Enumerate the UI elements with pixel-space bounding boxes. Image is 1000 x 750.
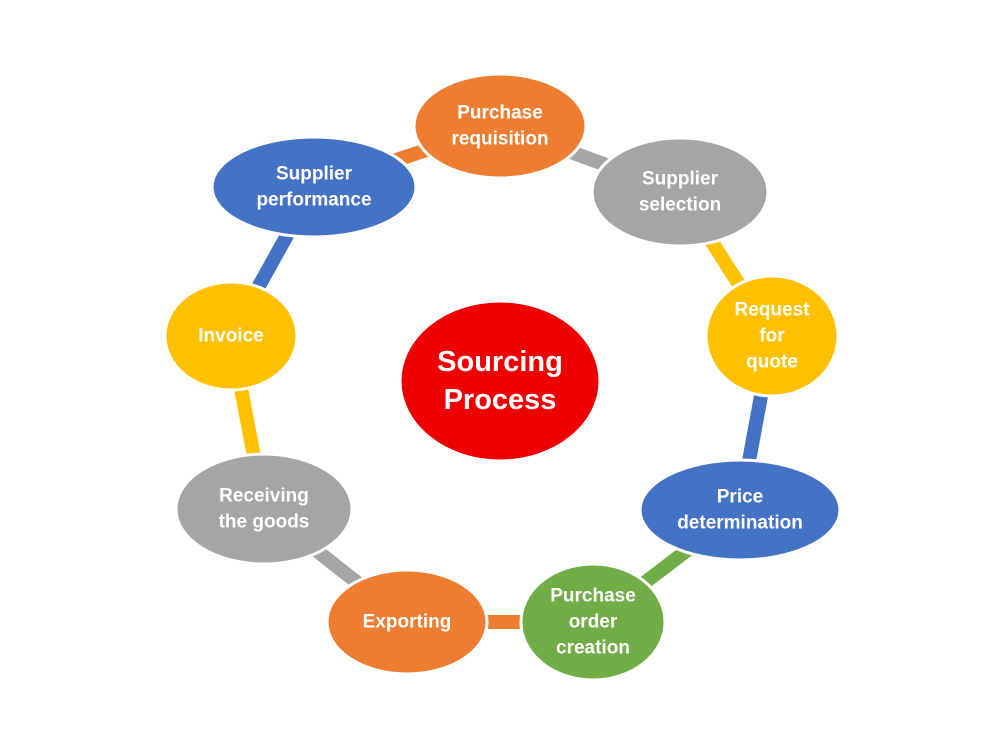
step-node-5-label-line: order bbox=[569, 612, 618, 633]
step-node-9: Supplier performance bbox=[210, 135, 418, 239]
step-node-1-label-line: Purchase bbox=[457, 103, 543, 124]
step-node-3-label-line: Request bbox=[735, 300, 811, 321]
step-node-3: Request for quote bbox=[704, 274, 840, 398]
step-node-1-label-line: requisition bbox=[451, 129, 548, 150]
step-node-3-shape bbox=[704, 274, 840, 398]
step-node-6-label-line: Exporting bbox=[363, 612, 452, 633]
step-node-7-shape bbox=[174, 452, 354, 566]
step-node-4-shape bbox=[638, 458, 842, 562]
step-node-7: Receiving the goods bbox=[174, 452, 354, 566]
center-node-sourcing-process-label-line: Process bbox=[444, 384, 557, 416]
step-node-8-shape bbox=[163, 280, 299, 392]
step-node-5-label-line: creation bbox=[556, 638, 630, 659]
step-node-5-label-line: Purchase bbox=[550, 586, 636, 607]
step-node-4-label-line: determination bbox=[677, 513, 803, 534]
step-node-4-label-line: Price bbox=[717, 487, 763, 508]
step-node-1: Purchase requisition bbox=[412, 72, 588, 180]
center-node-sourcing-process-label-line: Sourcing bbox=[437, 346, 563, 378]
step-node-8: Invoice bbox=[163, 280, 299, 392]
step-node-9-shape bbox=[210, 135, 418, 239]
center-node-sourcing-process-shape bbox=[398, 299, 602, 463]
step-node-6-shape bbox=[325, 568, 489, 676]
step-node-9-label-line: performance bbox=[256, 190, 371, 211]
step-node-9-label-line: Supplier bbox=[276, 164, 353, 185]
step-node-5-shape bbox=[519, 562, 667, 682]
step-node-6: Exporting bbox=[325, 568, 489, 676]
step-node-7-label-line: the goods bbox=[219, 512, 310, 533]
step-node-2: Supplier selection bbox=[590, 136, 770, 248]
step-node-2-label-line: Supplier bbox=[642, 169, 719, 190]
step-node-7-label-line: Receiving bbox=[219, 486, 309, 507]
step-node-2-shape bbox=[590, 136, 770, 248]
step-node-1-shape bbox=[412, 72, 588, 180]
step-node-2-label-line: selection bbox=[639, 195, 721, 216]
step-node-3-label-line: for bbox=[759, 326, 785, 347]
step-node-5: Purchase order creation bbox=[519, 562, 667, 682]
step-node-3-label-line: quote bbox=[746, 352, 798, 373]
step-node-8-label-line: Invoice bbox=[198, 326, 263, 347]
step-node-4: Price determination bbox=[638, 458, 842, 562]
